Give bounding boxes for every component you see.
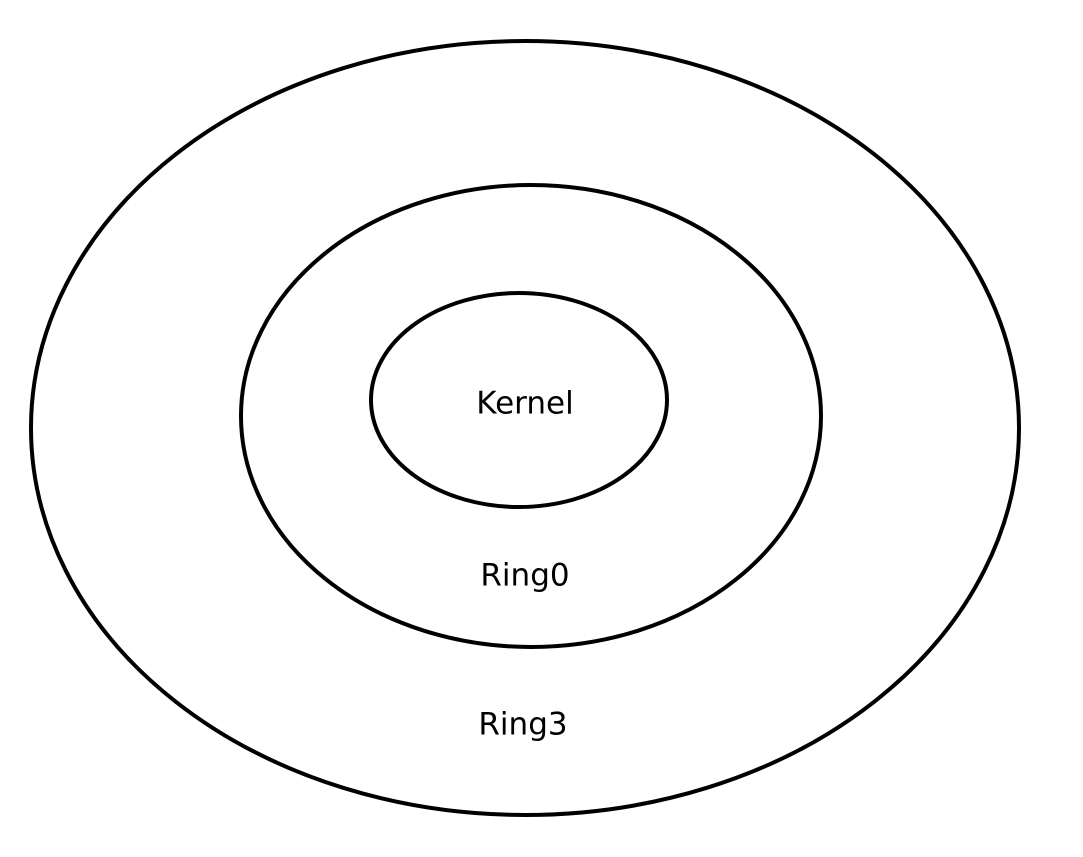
ring3-label: Ring3 <box>478 707 567 743</box>
ring0-label: Ring0 <box>480 558 569 594</box>
ring3-ellipse <box>29 39 1021 817</box>
kernel-ellipse <box>369 291 669 509</box>
ring0-ellipse <box>239 183 823 649</box>
kernel-label: Kernel <box>476 386 573 422</box>
